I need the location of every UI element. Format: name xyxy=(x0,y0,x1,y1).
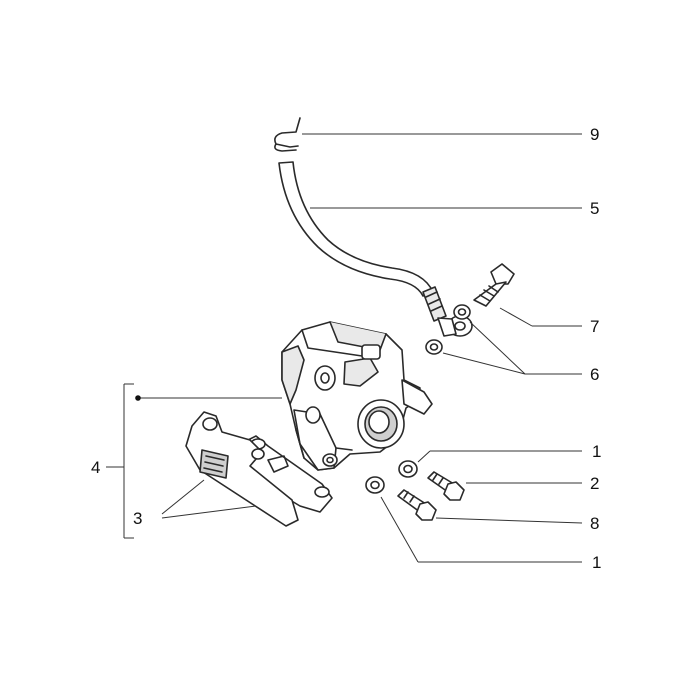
callout-7: 7 xyxy=(590,317,599,336)
sealing-washer-lower xyxy=(425,339,443,355)
mounting-bolt-upper xyxy=(427,471,465,501)
callout-6: 6 xyxy=(590,365,599,384)
washer-lower xyxy=(365,476,385,494)
hose-clip xyxy=(274,117,301,152)
brake-caliper xyxy=(281,321,433,471)
brake-pad-front xyxy=(185,411,299,527)
banjo-bolt xyxy=(473,263,515,307)
callout-1-lower: 1 xyxy=(592,553,601,572)
leader-lines xyxy=(106,133,583,563)
hose-fitting xyxy=(422,286,473,337)
callout-4: 4 xyxy=(91,458,100,477)
sealing-washer-upper xyxy=(453,304,471,320)
callout-5: 5 xyxy=(590,199,599,218)
washer-upper xyxy=(398,460,418,478)
callout-8: 8 xyxy=(590,514,599,533)
callout-1-upper: 1 xyxy=(592,442,601,461)
caliper-pointer-dot xyxy=(135,395,141,401)
brake-pad-pair xyxy=(185,411,333,527)
brake-hose xyxy=(278,161,473,337)
mounting-bolt-lower xyxy=(397,489,437,521)
callout-9: 9 xyxy=(590,125,599,144)
callout-2: 2 xyxy=(590,474,599,493)
callout-3: 3 xyxy=(133,509,142,528)
